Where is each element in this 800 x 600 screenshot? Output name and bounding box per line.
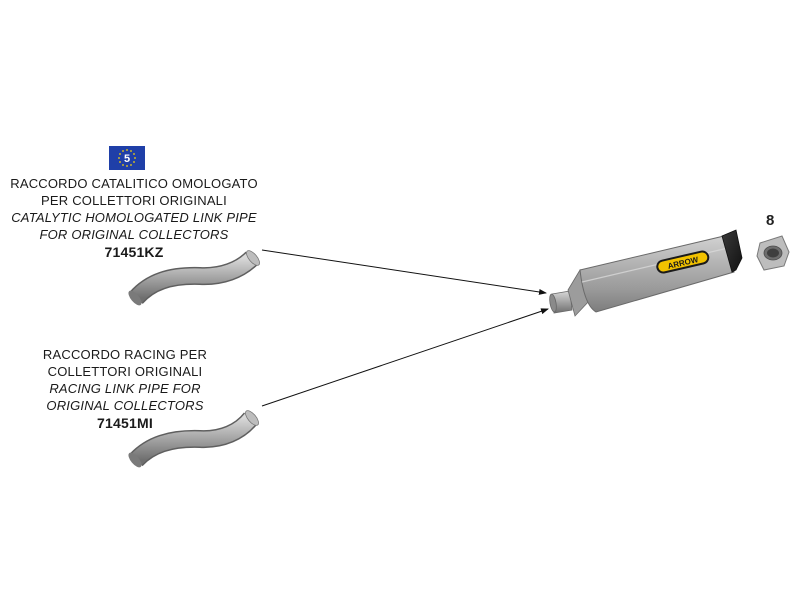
catalytic-label-it-line1: RACCORDO CATALITICO OMOLOGATO: [10, 176, 258, 191]
racing-label-en-line2: ORIGINAL COLLECTORS: [46, 398, 204, 413]
racing-label-en-line1: RACING LINK PIPE FOR: [49, 381, 201, 396]
racing-label-it-line1: RACCORDO RACING PER: [42, 347, 208, 362]
racing-link-pipe: [128, 410, 259, 468]
arrow-catalytic-to-silencer: [261, 249, 547, 295]
catalytic-label-en-line1: CATALYTIC HOMOLOGATED LINK PIPE: [11, 210, 257, 225]
racing-part-code: 71451MI: [97, 415, 153, 431]
euro-number: 5: [124, 153, 130, 165]
racing-label-it-line2: COLLETTORI ORIGINALI: [47, 364, 203, 379]
catalytic-label-it-line2: PER COLLETTORI ORIGINALI: [41, 193, 227, 208]
catalytic-link-pipe: [128, 250, 260, 306]
euro5-badge: 5: [109, 146, 145, 170]
arrow-logo: ARROW: [656, 250, 710, 274]
catalytic-link-pipe-label: RACCORDO CATALITICO OMOLOGATO PER COLLET…: [0, 175, 268, 261]
racing-link-pipe-label: RACCORDO RACING PER COLLETTORI ORIGINALI…: [20, 346, 230, 432]
catalytic-label-en-line2: FOR ORIGINAL COLLECTORS: [39, 227, 229, 242]
end-cap-count: 8: [766, 212, 775, 229]
catalytic-part-code: 71451KZ: [104, 244, 164, 260]
end-cap-part: [756, 235, 790, 271]
euro-stars: [118, 149, 136, 167]
arrow-racing-to-silencer: [261, 308, 549, 407]
silencer: ARROW: [549, 229, 743, 317]
